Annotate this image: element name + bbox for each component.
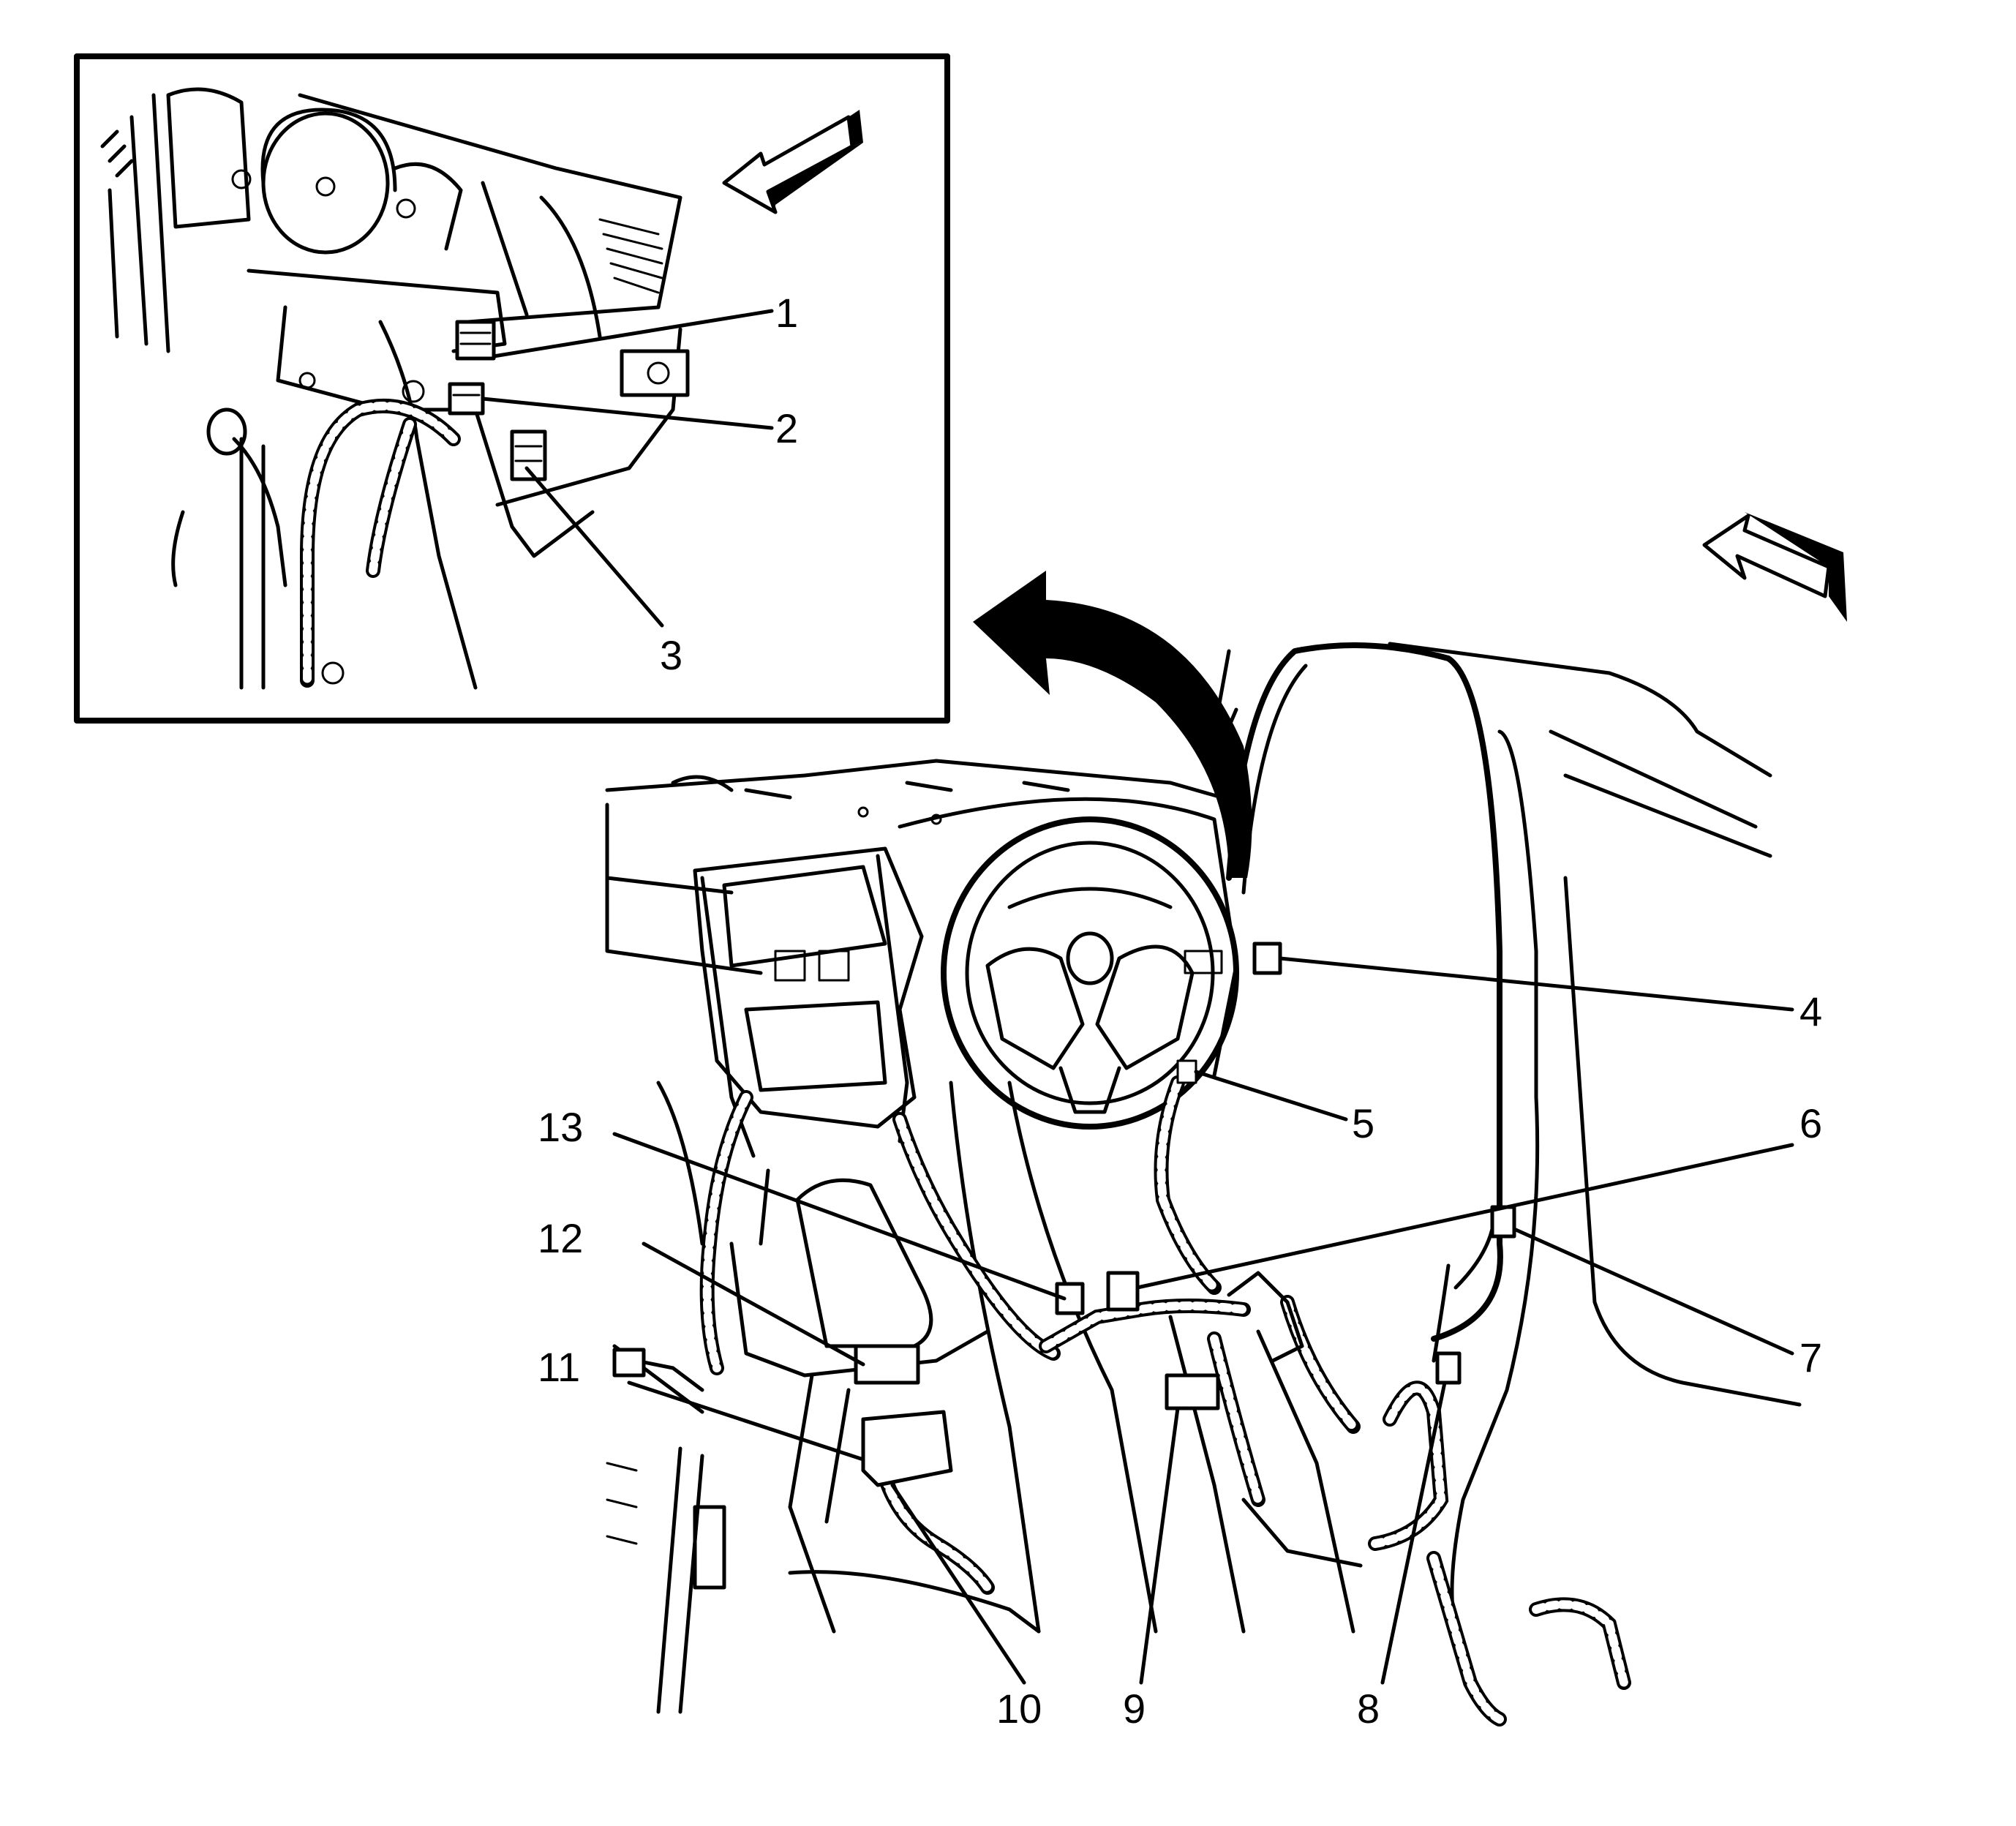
main-direction-arrow	[1702, 512, 1847, 622]
inset-detail-view	[74, 53, 950, 724]
callout-10: 10	[996, 1686, 1042, 1732]
main-vehicle-view	[605, 512, 1847, 1727]
connector-12	[854, 1344, 920, 1385]
main-wiring-harness	[634, 1075, 1631, 1727]
instrument-cluster	[100, 87, 463, 353]
main-leaders	[612, 956, 1794, 1685]
connector-3	[510, 429, 547, 481]
connector-11-end	[612, 1348, 646, 1378]
callout-11: 11	[538, 1344, 580, 1390]
steering-wheel	[898, 797, 1239, 1130]
callout-6: 6	[1799, 1100, 1822, 1146]
callout-4: 4	[1799, 988, 1822, 1034]
main-connectors	[612, 942, 1516, 1487]
module-10	[861, 1410, 953, 1487]
inset-leaders	[481, 309, 774, 628]
callout-3: 3	[660, 632, 682, 678]
door-frame	[1212, 642, 1802, 1648]
connector-4	[1252, 942, 1282, 975]
connector-6	[1106, 1271, 1140, 1312]
connector-8	[1435, 1351, 1462, 1385]
callout-7: 7	[1799, 1334, 1822, 1380]
callout-5: 5	[1352, 1100, 1374, 1146]
callout-12: 12	[538, 1215, 583, 1261]
inset-direction-arrow	[722, 110, 863, 214]
connector-1	[455, 320, 496, 361]
callout-9: 9	[1123, 1686, 1146, 1732]
callout-labels: 1 2 3 4 5 6 7 8 9 10 11 12 13	[538, 290, 1822, 1732]
center-stack-cavity	[693, 846, 924, 1158]
side-module	[620, 349, 690, 397]
callout-13: 13	[538, 1104, 583, 1150]
callout-1: 1	[775, 290, 798, 336]
callout-8: 8	[1357, 1686, 1380, 1732]
zoom-transition-arrow	[973, 571, 1252, 878]
inset-connectors	[448, 320, 690, 481]
dash-top	[605, 759, 1224, 975]
callout-2: 2	[775, 405, 798, 451]
connector-2	[448, 382, 485, 416]
inset-harness	[171, 399, 461, 688]
connector-9	[1165, 1373, 1220, 1410]
connector-7	[1490, 1205, 1516, 1239]
connector-5	[1176, 1059, 1197, 1084]
